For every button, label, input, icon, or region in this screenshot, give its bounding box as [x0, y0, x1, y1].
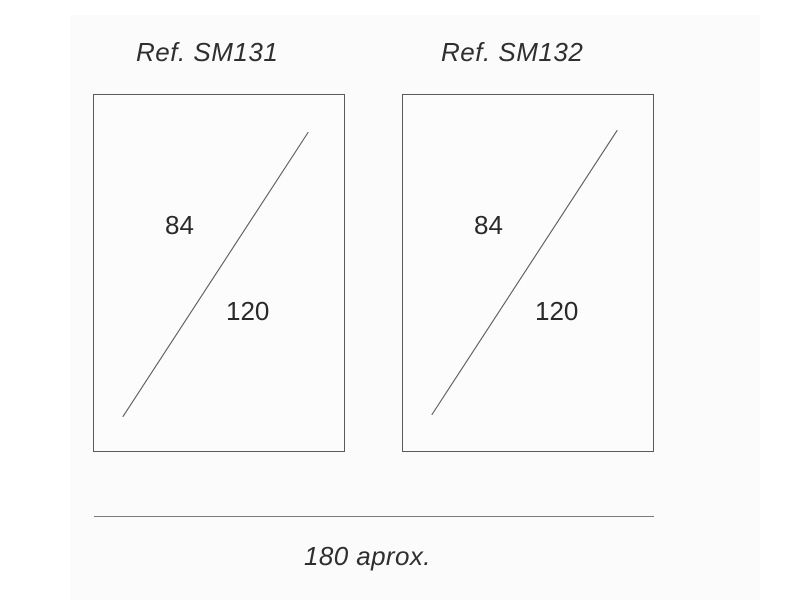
total-width-label: 180 aprox. [304, 541, 431, 571]
panel-1-outline: 84 120 [93, 94, 345, 452]
panel-2-outline: 84 120 [402, 94, 654, 452]
panel-2-width-value: 84 [474, 210, 503, 240]
panel-1-diagonal [122, 131, 309, 418]
panel-1-reference: Ref. SM131 [136, 37, 279, 67]
panel-2-diagonal [431, 129, 618, 416]
panel-1-width-value: 84 [165, 210, 194, 240]
total-width-line [94, 516, 654, 517]
panel-2-reference: Ref. SM132 [441, 37, 584, 67]
panel-1-height-value: 120 [226, 296, 270, 326]
panel-2-height-value: 120 [535, 296, 579, 326]
